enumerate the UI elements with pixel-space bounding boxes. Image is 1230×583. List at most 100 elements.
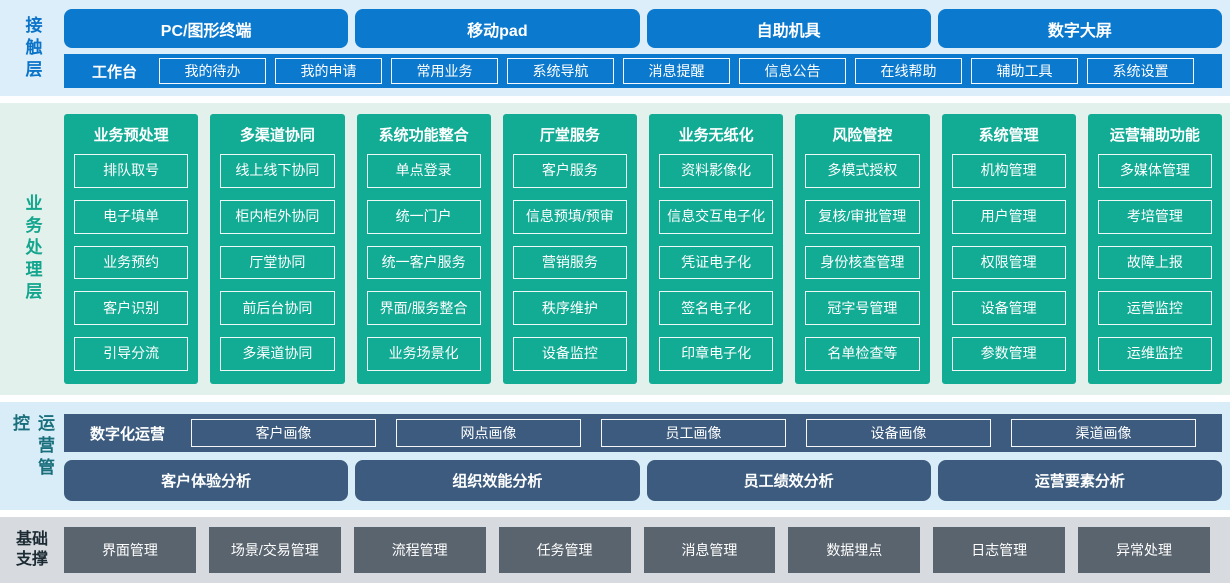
business-layer-band: 业务处理层 业务预处理 排队取号 电子填单 业务预约 客户	[0, 103, 1230, 395]
analysis-row: 客户体验分析 组织效能分析 员工绩效分析 运营要素分析	[64, 460, 1222, 501]
business-column-title: 业务预处理	[93, 126, 169, 144]
business-item: 业务预约	[74, 245, 189, 280]
business-column-items: 排队取号 电子填单 业务预约 客户识别 引导分流	[74, 154, 189, 371]
business-item: 设备管理	[951, 291, 1066, 326]
business-item: 权限管理	[951, 245, 1066, 280]
business-item: 柜内柜外协同	[220, 199, 335, 234]
business-item: 业务场景化	[366, 337, 481, 371]
business-item: 排队取号	[74, 154, 189, 188]
workbench-item: 信息公告	[739, 58, 847, 84]
business-column-title: 风险管控	[832, 126, 893, 144]
terminal-row: PC/图形终端 移动pad 自助机具 数字大屏	[64, 9, 1222, 48]
business-column-title: 系统功能整合	[378, 126, 469, 144]
workbench-item: 我的待办	[159, 58, 267, 84]
foundation-node: 场景/交易管理	[208, 527, 341, 573]
analysis-node: 客户体验分析	[64, 460, 349, 501]
ops-layer-content: 数字化运营 客户画像 网点画像 员工画像 设备画像 渠道画像	[64, 414, 1230, 501]
foundation-node: 流程管理	[353, 527, 486, 573]
business-item: 用户管理	[951, 199, 1066, 234]
digital-ops-items: 客户画像 网点画像 员工画像 设备画像 渠道画像	[191, 419, 1197, 447]
terminal-node: 自助机具	[646, 9, 931, 48]
business-column: 厅堂服务 客户服务 信息预填/预审 营销服务 秩序维护 设备监控	[502, 114, 637, 384]
workbench-item: 辅助工具	[971, 58, 1079, 84]
business-column-title: 系统管理	[978, 126, 1039, 144]
business-item: 凭证电子化	[659, 245, 774, 280]
workbench-item: 我的申请	[275, 58, 383, 84]
business-column-title: 运营辅助功能	[1109, 126, 1200, 144]
business-item: 多模式授权	[805, 154, 920, 188]
business-item: 印章电子化	[659, 337, 774, 371]
workbench-item: 消息提醒	[623, 58, 731, 84]
business-item: 客户服务	[512, 154, 627, 188]
business-item: 机构管理	[951, 154, 1066, 188]
business-column-items: 客户服务 信息预填/预审 营销服务 秩序维护 设备监控	[512, 154, 627, 371]
digital-ops-bar: 数字化运营 客户画像 网点画像 员工画像 设备画像 渠道画像	[64, 414, 1222, 452]
business-item: 客户识别	[74, 291, 189, 326]
business-item: 运营监控	[1097, 291, 1212, 326]
business-column-items: 机构管理 用户管理 权限管理 设备管理 参数管理	[951, 154, 1066, 371]
business-item: 统一门户	[366, 199, 481, 234]
analysis-node: 运营要素分析	[937, 460, 1222, 501]
business-item: 故障上报	[1097, 245, 1212, 280]
business-item: 运维监控	[1097, 337, 1212, 371]
digital-ops-item: 员工画像	[601, 419, 787, 447]
business-item: 参数管理	[951, 337, 1066, 371]
digital-ops-item: 网点画像	[396, 419, 582, 447]
business-item: 统一客户服务	[366, 245, 481, 280]
business-item: 设备监控	[512, 337, 627, 371]
business-item: 前后台协同	[220, 291, 335, 326]
digital-ops-item: 渠道画像	[1011, 419, 1197, 447]
business-column: 多渠道协同 线上线下协同 柜内柜外协同 厅堂协同 前后台协同 多渠道协同	[210, 114, 345, 384]
foundation-node: 数据埋点	[788, 527, 921, 573]
foundation-node: 任务管理	[498, 527, 631, 573]
contact-layer-label: 接触层	[22, 15, 42, 82]
business-column: 业务无纸化 资料影像化 信息交互电子化 凭证电子化 签名电子化 印章电子化	[649, 114, 784, 384]
contact-layer-content: PC/图形终端 移动pad 自助机具 数字大屏 工作台 我的待办 我的申请	[64, 9, 1230, 88]
workbench-item: 在线帮助	[855, 58, 963, 84]
foundation-node: 消息管理	[643, 527, 776, 573]
business-columns: 业务预处理 排队取号 电子填单 业务预约 客户识别 引导分流	[64, 114, 1230, 384]
business-column: 系统功能整合 单点登录 统一门户 统一客户服务 界面/服务整合 业务场景化	[356, 114, 491, 384]
business-column-title: 业务无纸化	[678, 126, 754, 144]
business-item: 信息预填/预审	[512, 199, 627, 234]
business-column: 风险管控 多模式授权 复核/审批管理 身份核查管理 冠字号管理 名单检查等	[795, 114, 930, 384]
workbench-item: 常用业务	[391, 58, 499, 84]
business-item: 多渠道协同	[220, 337, 335, 371]
business-item: 营销服务	[512, 245, 627, 280]
business-item: 秩序维护	[512, 291, 627, 326]
business-item: 冠字号管理	[805, 291, 920, 326]
business-column-items: 多媒体管理 考培管理 故障上报 运营监控 运维监控	[1097, 154, 1212, 371]
foundation-items: 界面管理 场景/交易管理 流程管理 任务管理 消息管理 数据埋点 日志管理 异常…	[64, 527, 1210, 573]
business-item: 界面/服务整合	[366, 291, 481, 326]
business-item: 资料影像化	[659, 154, 774, 188]
workbench-label: 工作台	[92, 63, 138, 81]
workbench-item: 系统设置	[1087, 58, 1195, 84]
business-column-title: 厅堂服务	[539, 126, 600, 144]
contact-layer-band: 接触层 PC/图形终端 移动pad 自助机具 数字大屏 工作台 我的待	[0, 0, 1230, 96]
business-column-items: 线上线下协同 柜内柜外协同 厅堂协同 前后台协同 多渠道协同	[220, 154, 335, 371]
business-item: 厅堂协同	[220, 245, 335, 280]
foundation-layer-label: 基础支撑	[15, 531, 48, 568]
business-layer-label: 业务处理层	[22, 194, 42, 304]
business-item: 多媒体管理	[1097, 154, 1212, 188]
ops-layer-label-col: 运营管控	[0, 414, 64, 501]
business-item: 线上线下协同	[220, 154, 335, 188]
business-column: 运营辅助功能 多媒体管理 考培管理 故障上报 运营监控 运维监控	[1087, 114, 1222, 384]
business-item: 名单检查等	[805, 337, 920, 371]
business-item: 信息交互电子化	[659, 199, 774, 234]
analysis-node: 员工绩效分析	[646, 460, 931, 501]
business-column: 业务预处理 排队取号 电子填单 业务预约 客户识别 引导分流	[64, 114, 199, 384]
business-layer-label-col: 业务处理层	[0, 114, 64, 384]
business-column-items: 单点登录 统一门户 统一客户服务 界面/服务整合 业务场景化	[366, 154, 481, 371]
business-column-items: 资料影像化 信息交互电子化 凭证电子化 签名电子化 印章电子化	[659, 154, 774, 371]
ops-layer-band: 运营管控 数字化运营 客户画像 网点画像 员工画像 设备画像 渠道画像	[0, 402, 1230, 510]
business-item: 电子填单	[74, 199, 189, 234]
workbench-bar: 工作台 我的待办 我的申请 常用业务 系统导航 消息提醒 信息公告	[64, 54, 1222, 88]
business-column-title: 多渠道协同	[239, 126, 315, 144]
business-item: 引导分流	[74, 337, 189, 371]
analysis-node: 组织效能分析	[355, 460, 640, 501]
contact-layer-label-col: 接触层	[0, 9, 64, 88]
digital-ops-item: 设备画像	[806, 419, 992, 447]
business-item: 单点登录	[366, 154, 481, 188]
